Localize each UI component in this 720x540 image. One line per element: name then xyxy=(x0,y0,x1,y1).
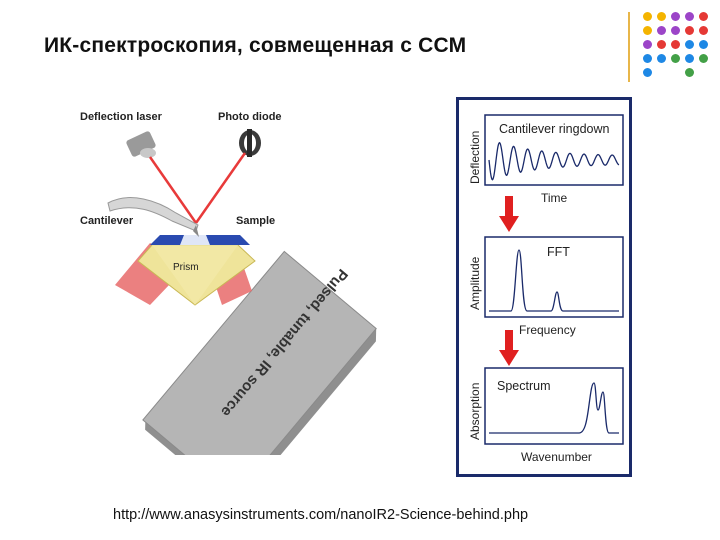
afm-ir-setup-diagram: Pulsed, tunable, IR source Prism Deflect… xyxy=(80,111,377,455)
decorative-divider xyxy=(628,12,630,82)
fft-ylabel: Amplitude xyxy=(468,256,482,310)
slide-title: ИК-спектроскопия, совмещенная с ССМ xyxy=(44,34,467,57)
ringdown-title: Cantilever ringdown xyxy=(499,122,610,136)
decorative-dot xyxy=(699,54,708,63)
laser-beam-reflected xyxy=(194,152,247,224)
spectrum-ylabel: Absorption xyxy=(468,383,482,440)
down-arrow-1 xyxy=(499,196,519,232)
spectrum-title: Spectrum xyxy=(497,379,551,393)
ringdown-xlabel: Time xyxy=(541,191,568,205)
decorative-dot xyxy=(671,40,680,49)
decorative-dot xyxy=(657,26,666,35)
decorative-dot xyxy=(671,26,680,35)
decorative-dot xyxy=(657,54,666,63)
decorative-dot xyxy=(685,68,694,77)
ringdown-curve xyxy=(488,141,620,181)
cantilever-label: Cantilever xyxy=(80,215,134,227)
prism-label: Prism xyxy=(173,262,199,273)
decorative-dot xyxy=(657,12,666,21)
fft-curve xyxy=(489,249,619,312)
deflection-laser-icon xyxy=(126,131,156,158)
decorative-dot xyxy=(643,12,652,21)
spectrum-xlabel: Wavenumber xyxy=(521,450,592,464)
decorative-dot xyxy=(657,40,666,49)
decorative-dot xyxy=(699,26,708,35)
deflection-laser-label: Deflection laser xyxy=(80,111,163,123)
decorative-dot xyxy=(685,26,694,35)
decorative-dot xyxy=(643,40,652,49)
signal-panel: Cantilever ringdown Deflection Time FFT … xyxy=(456,97,632,477)
sample-label: Sample xyxy=(236,215,275,227)
decorative-dot xyxy=(671,54,680,63)
photo-diode-icon xyxy=(239,129,261,157)
signal-panel-svg: Cantilever ringdown Deflection Time FFT … xyxy=(468,114,624,464)
decorative-dot xyxy=(699,12,708,21)
down-arrow-2 xyxy=(499,330,519,366)
decorative-dot xyxy=(671,12,680,21)
photo-diode-label: Photo diode xyxy=(218,111,282,123)
decorative-dot xyxy=(699,40,708,49)
decorative-dot xyxy=(685,54,694,63)
decorative-dot xyxy=(685,40,694,49)
decorative-dot xyxy=(643,54,652,63)
decorative-dot xyxy=(643,68,652,77)
fft-title: FFT xyxy=(547,245,570,259)
laser-beam-incident xyxy=(148,156,198,224)
source-url: http://www.anasysinstruments.com/nanoIR2… xyxy=(113,507,529,523)
decorative-dot xyxy=(643,26,652,35)
decorative-dot xyxy=(685,12,694,21)
fft-xlabel: Frequency xyxy=(519,323,576,337)
ir-source-box: Pulsed, tunable, IR source xyxy=(142,250,377,455)
spectrum-curve xyxy=(489,382,619,434)
ringdown-ylabel: Deflection xyxy=(468,131,482,184)
